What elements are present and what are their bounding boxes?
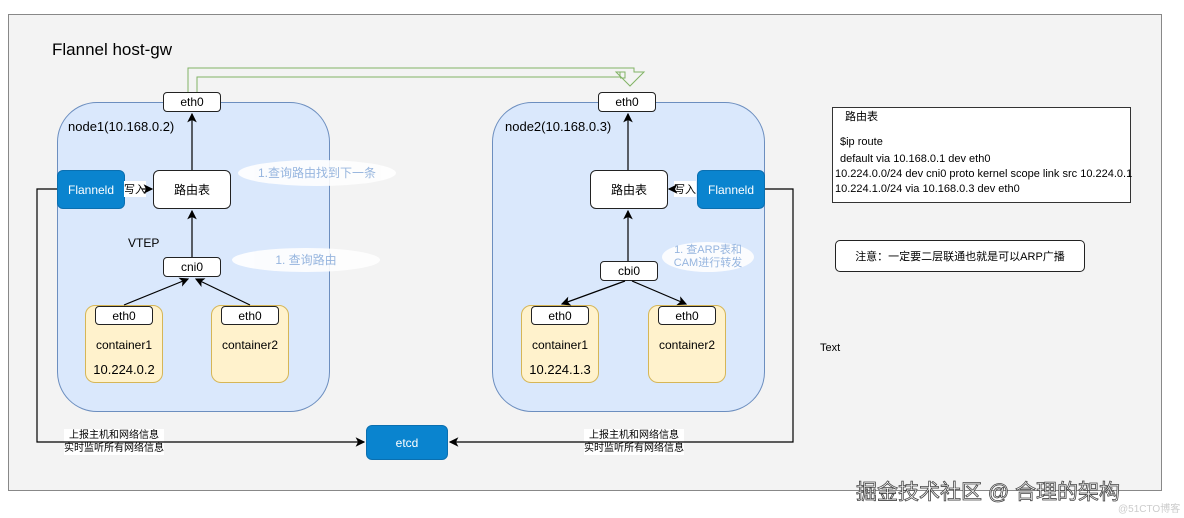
edge-label-line: 上报主机和网络信息 bbox=[69, 430, 159, 441]
route-line: default via 10.168.0.1 dev eth0 bbox=[840, 153, 991, 165]
node2-container2-eth0[interactable]: eth0 bbox=[658, 306, 716, 325]
route-table-box: 路由表 $ip route default via 10.168.0.1 dev… bbox=[832, 107, 1133, 203]
node1-label: node1(10.168.0.2) bbox=[68, 119, 175, 134]
edge-cbi0-to-c2 bbox=[631, 280, 688, 306]
node1-container2-label: container2 bbox=[221, 338, 279, 352]
note-box: 注意：一定要二层联通也就是可以ARP广播 bbox=[835, 240, 1085, 272]
node2-route-table[interactable]: 路由表 bbox=[590, 170, 668, 209]
node2-cloud-arp: 1. 查ARP表和CAM进行转发 bbox=[662, 242, 754, 272]
node1-container2-eth0[interactable]: eth0 bbox=[221, 306, 279, 325]
node2-write-label: 写入 bbox=[674, 181, 696, 197]
vtep-label: VTEP bbox=[128, 236, 160, 250]
node1-container1-label: container1 bbox=[95, 338, 153, 352]
route-box-title: 路由表 bbox=[845, 111, 878, 123]
node1-cloud-query: 1. 查询路由 bbox=[232, 248, 380, 272]
edge-cbi0-to-c1 bbox=[560, 280, 626, 306]
diagram-title: Flannel host-gw bbox=[52, 40, 173, 59]
node1-route-table[interactable]: 路由表 bbox=[153, 170, 231, 209]
node2-cbi0[interactable]: cbi0 bbox=[600, 261, 658, 281]
node1-flanneld[interactable]: Flanneld bbox=[57, 170, 125, 209]
node2-container1-label: container1 bbox=[531, 338, 589, 352]
node1-eth0[interactable]: eth0 bbox=[163, 92, 221, 112]
edge-label-line: 实时监听所有网络信息 bbox=[584, 443, 684, 454]
node1-container1-eth0[interactable]: eth0 bbox=[95, 306, 153, 325]
etcd-node[interactable]: etcd bbox=[366, 425, 448, 460]
route-line: 10.224.1.0/24 via 10.168.0.3 dev eth0 bbox=[835, 183, 1020, 195]
node1-container1-ip: 10.224.0.2 bbox=[93, 362, 155, 377]
edge-label-line: 实时监听所有网络信息 bbox=[64, 443, 164, 454]
node1-cloud-route-lookup: 1.查询路由找到下一条 bbox=[238, 160, 396, 186]
edge-flanneld1-etcd bbox=[36, 188, 366, 447]
edge-c2-to-cni0 bbox=[194, 278, 251, 306]
edge-flanneld2-etcd bbox=[448, 188, 794, 447]
route-box-cmd: $ip route bbox=[840, 136, 883, 148]
edge-label-line: 上报主机和网络信息 bbox=[589, 430, 679, 441]
node2-label: node2(10.168.0.3) bbox=[505, 119, 612, 134]
node1-cni0[interactable]: cni0 bbox=[163, 257, 221, 277]
text-label: Text bbox=[820, 342, 841, 354]
green-host-gw-link bbox=[187, 67, 646, 92]
node2-flanneld[interactable]: Flanneld bbox=[697, 170, 765, 209]
edge-c1-to-cni0 bbox=[123, 277, 190, 306]
node2-container1-ip: 10.224.1.3 bbox=[529, 362, 591, 377]
watermark: 掘金技术社区 @ 合理的架构 bbox=[856, 481, 1121, 505]
node2-container1-eth0[interactable]: eth0 bbox=[531, 306, 589, 325]
node1-write-label: 写入 bbox=[124, 181, 146, 197]
node2-container2-label: container2 bbox=[658, 338, 716, 352]
route-line: 10.224.0.0/24 dev cni0 proto kernel scop… bbox=[835, 168, 1133, 180]
node2-eth0[interactable]: eth0 bbox=[598, 92, 656, 112]
watermark-51cto: @51CTO博客 bbox=[1118, 504, 1181, 515]
